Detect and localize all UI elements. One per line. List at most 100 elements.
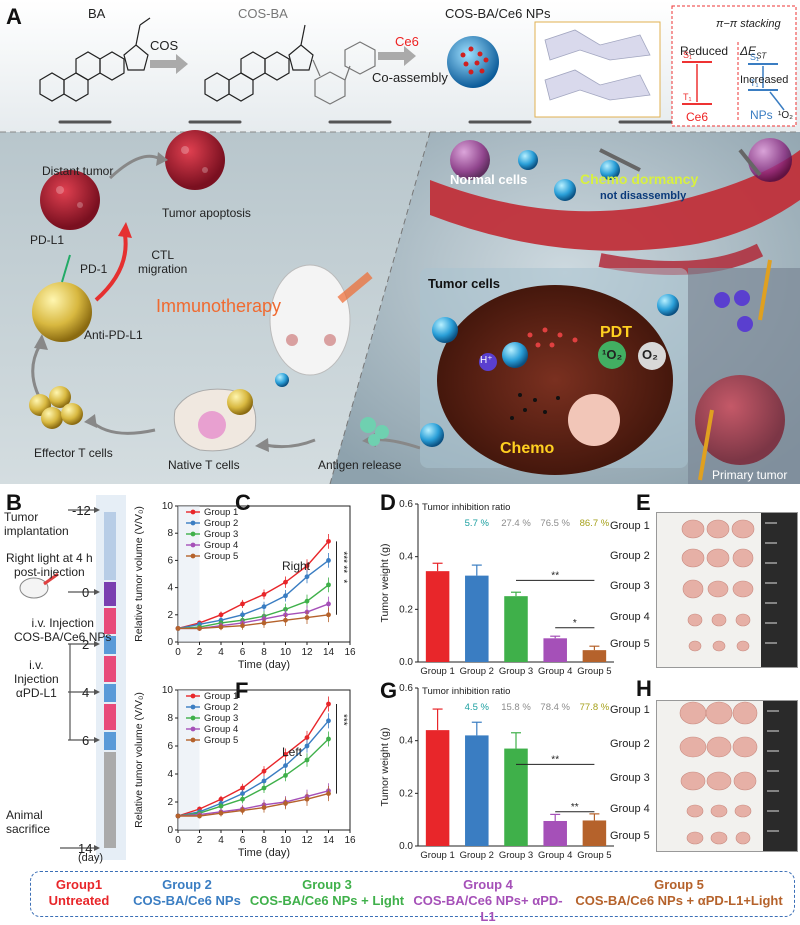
significance-mark: *** (338, 714, 349, 726)
inhibition-title: Tumor inhibition ratio (422, 686, 510, 697)
bar (582, 820, 607, 846)
data-point (261, 768, 267, 774)
timeline-label-sacrifice: Animal sacrifice (6, 808, 51, 836)
label-ctl-migration: CTL migration (138, 248, 188, 276)
data-point (261, 785, 267, 791)
bar (582, 650, 607, 662)
timeline-day-14: 14 (78, 841, 93, 856)
data-point (240, 796, 245, 802)
bar (543, 638, 567, 662)
timeline-day-4: 4 (82, 685, 90, 700)
timeline-label-implantation: Tumor implantation (4, 510, 69, 538)
x-tick-label: Group 5 (577, 850, 611, 861)
series-line (177, 720, 330, 817)
x-tick-label: 6 (240, 647, 246, 658)
inhibition-value: 15.8 % (501, 702, 531, 713)
bar (504, 596, 528, 662)
bar (465, 735, 489, 846)
photo-h-row-2: Group 2 (610, 738, 650, 750)
legend-label: Group 1 (204, 691, 238, 702)
data-point (218, 796, 224, 802)
series-line (177, 559, 329, 630)
inhibition-value: 5.7 % (465, 518, 490, 529)
inhibition-value: 78.4 % (540, 702, 570, 713)
panel-letter-c: C (235, 490, 251, 515)
label-reduced: Reduced (680, 44, 729, 58)
data-point (304, 563, 310, 569)
x-tick-label: 6 (240, 835, 246, 846)
data-point (304, 743, 310, 749)
data-point (283, 593, 288, 599)
inhibition-value: 86.7 % (580, 518, 610, 529)
side-annotation: Left (282, 745, 303, 759)
data-point (261, 778, 267, 784)
x-tick-label: 12 (301, 647, 313, 658)
legend-label: Group 5 (204, 735, 238, 746)
x-tick-label: 14 (323, 835, 335, 846)
data-point (326, 612, 331, 618)
legend-label: Group 2 (204, 702, 238, 713)
panel-letter-d: D (380, 490, 396, 515)
data-point (218, 810, 224, 816)
series-line (177, 703, 330, 817)
data-point (218, 612, 224, 618)
label-cos-ba-ce6-nps: COS-BA/Ce6 NPs (445, 6, 551, 21)
label-anti-pd-l1: Anti-PD-L1 (84, 328, 143, 342)
ba-molecule (39, 17, 151, 102)
x-tick-label: Group 4 (538, 666, 572, 677)
x-axis-label: Time (day) (238, 847, 290, 859)
legend-marker (190, 553, 196, 559)
x-tick-label: Group 2 (460, 666, 494, 677)
data-point (240, 791, 245, 796)
significance-mark: ** (571, 802, 579, 813)
label-tumor-cells: Tumor cells (428, 276, 501, 291)
label-s1-ce6: S₁ (683, 50, 693, 60)
label-co-assembly: Co-assembly (372, 70, 448, 85)
data-point (326, 582, 331, 588)
timeline-unit: (day) (78, 852, 104, 864)
label-immunotherapy: Immunotherapy (156, 296, 282, 316)
packing-inset (534, 21, 661, 118)
inhibition-value: 77.8 % (580, 702, 610, 713)
x-tick-label: 8 (261, 647, 267, 658)
inhibition-value: 27.4 % (501, 518, 531, 529)
y-tick-label: 0 (167, 825, 173, 836)
bar (543, 820, 567, 846)
x-tick-label: Group 5 (577, 666, 611, 677)
data-point (326, 601, 331, 607)
timeline-label-antibody-injection: i.v. Injection αPD-L1 (14, 658, 59, 700)
schematic-panel: A BA COS-BA COS-BA/Ce6 NPs COS Ce6 Co-as… (0, 0, 800, 485)
photo-e-row-1: Group 1 (610, 520, 650, 532)
x-tick-label: Group 1 (420, 666, 454, 677)
legend-label: Group 2 (204, 518, 238, 529)
bar (465, 575, 489, 662)
label-s1-nps: S₁ (750, 52, 760, 62)
series-line (177, 738, 329, 817)
legend-marker (190, 704, 196, 710)
treatment-band (178, 506, 200, 642)
data-point (326, 538, 331, 544)
y-tick-label: 0.4 (399, 552, 413, 563)
timeline-day-minus12: -12 (72, 503, 91, 518)
legend-label: Group 4 (204, 724, 238, 735)
label-pi-stacking: π−π stacking (716, 18, 781, 30)
x-tick-label: 8 (261, 835, 267, 846)
timeline-day-6: 6 (82, 733, 90, 748)
legend-marker (190, 542, 196, 548)
y-tick-label: 2 (167, 610, 173, 621)
legend-marker (190, 726, 196, 732)
x-tick-label: Group 4 (538, 850, 572, 861)
y-tick-label: 10 (162, 685, 174, 696)
significance-mark: ** (551, 754, 559, 765)
panel-letter-a: A (6, 4, 22, 29)
x-tick-label: Group 2 (460, 850, 494, 861)
x-tick-label: 16 (344, 835, 356, 846)
bar (425, 571, 450, 662)
panel-letter-h: H (636, 676, 652, 701)
label-native-t-cells: Native T cells (168, 458, 240, 472)
timeline-label-np-injection: i.v. Injection COS-BA/Ce6 NPs (14, 616, 112, 644)
